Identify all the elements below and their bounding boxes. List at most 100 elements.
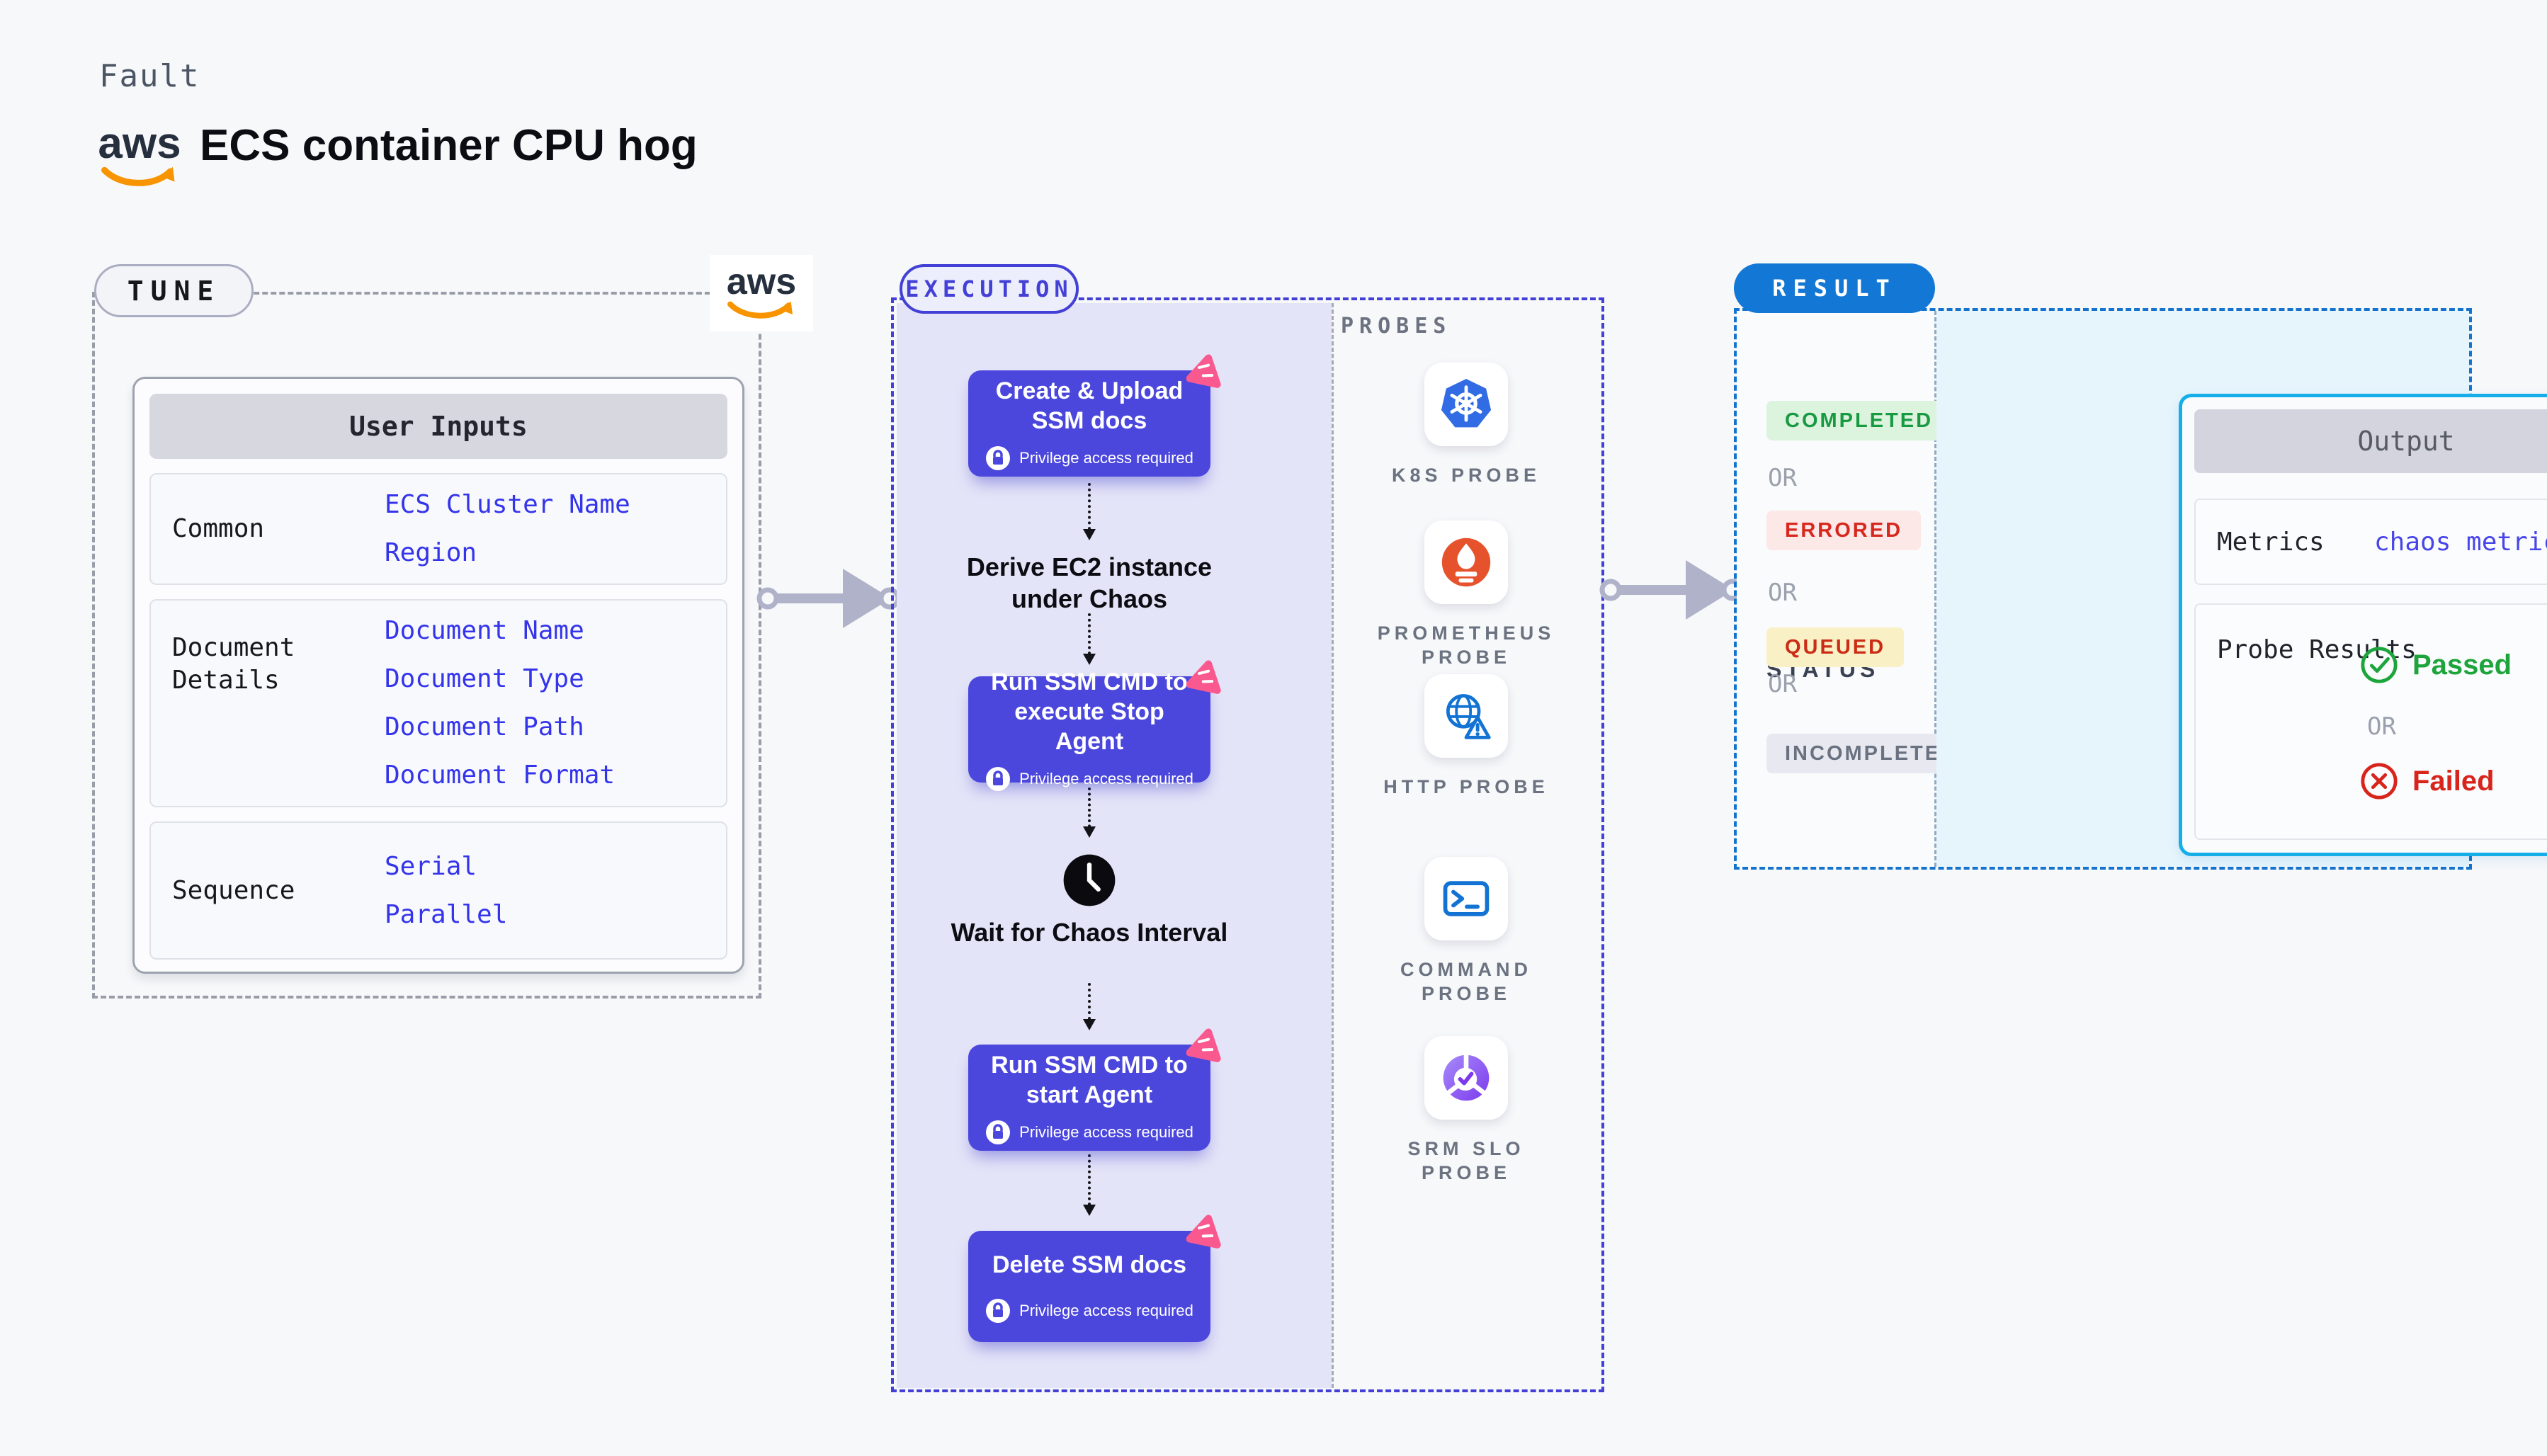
step-title: Run SSM CMD to start Agent xyxy=(991,1052,1188,1108)
step-run-ssm-stop-agent: Run SSM CMD to execute Stop Agent Privil… xyxy=(968,660,1221,791)
flow-arrow-down xyxy=(1083,483,1096,540)
execution-panel xyxy=(897,303,1332,1388)
input-row-document-details: Document Details Document Name Document … xyxy=(149,599,727,807)
verdict-failed: Failed xyxy=(2360,762,2495,800)
privilege-note: Privilege access required xyxy=(985,1120,1193,1145)
chaos-step-icon xyxy=(1186,354,1221,388)
result-output-column: Output Metrics chaos metrics Probe Resul… xyxy=(1936,311,2547,867)
privilege-note: Privilege access required xyxy=(985,1298,1193,1324)
probe-srm-slo: SRM SLO PROBE xyxy=(1360,1036,1572,1185)
prometheus-icon xyxy=(1441,538,1491,587)
output-header: Output xyxy=(2194,409,2547,473)
output-metrics-row: Metrics chaos metrics xyxy=(2194,499,2547,585)
status-badge-queued: QUEUED xyxy=(1766,627,1905,667)
input-row-common: Common ECS Cluster Name Region xyxy=(149,473,727,585)
privilege-note: Privilege access required xyxy=(985,766,1193,792)
aws-smile-icon xyxy=(727,301,793,319)
tune-section-border xyxy=(92,292,761,999)
x-circle-icon xyxy=(2361,763,2398,800)
clock-icon xyxy=(1063,854,1116,906)
passed-label: Passed xyxy=(2412,649,2512,681)
probe-label: PROMETHEUS PROBE xyxy=(1377,622,1555,668)
step-title: Run SSM CMD to execute Stop Agent xyxy=(991,669,1188,755)
verdict-passed: Passed xyxy=(2360,646,2512,684)
input-row-values: ECS Cluster Name Region xyxy=(385,474,726,584)
aws-logo: aws xyxy=(98,122,181,191)
step-title: Delete SSM docs xyxy=(992,1251,1186,1278)
privilege-note-text: Privilege access required xyxy=(1019,770,1193,787)
privilege-note-text: Privilege access required xyxy=(1019,1123,1193,1141)
flow-arrow-down xyxy=(1083,983,1096,1030)
input-value: Parallel xyxy=(385,899,508,929)
lock-icon xyxy=(986,1120,1011,1144)
input-row-values: Serial Parallel xyxy=(385,823,726,958)
result-status-column: STATUS COMPLETED OR ERRORED OR QUEUED OR… xyxy=(1737,311,1977,867)
probe-label: HTTP PROBE xyxy=(1383,776,1549,797)
step-delete-ssm-docs: Delete SSM docs Privilege access require… xyxy=(968,1215,1221,1342)
step-wait-chaos-interval-label: Wait for Chaos Interval xyxy=(951,918,1228,947)
aws-wordmark: aws xyxy=(98,119,181,168)
input-row-label: Common xyxy=(172,514,265,543)
input-row-label: Sequence xyxy=(172,875,295,905)
chaos-step-icon xyxy=(1186,660,1221,694)
input-row-values: Document Name Document Type Document Pat… xyxy=(385,601,726,806)
execution-to-result-arrow xyxy=(1599,560,1741,620)
user-inputs-header: User Inputs xyxy=(149,394,727,459)
chaos-step-icon xyxy=(1186,1028,1221,1062)
step-run-ssm-start-agent: Run SSM CMD to start Agent Privilege acc… xyxy=(968,1028,1221,1151)
kubernetes-icon xyxy=(1441,379,1492,428)
flow-arrow-down xyxy=(1083,787,1096,838)
check-circle-icon xyxy=(2361,647,2398,683)
page-kicker: Fault xyxy=(99,58,200,94)
probes-title: PROBES xyxy=(1341,314,1452,339)
input-value: Region xyxy=(385,538,477,567)
slo-donut-check-icon xyxy=(1443,1053,1490,1101)
flow-arrow-down xyxy=(1083,1154,1096,1216)
failed-label: Failed xyxy=(2412,765,2495,797)
execution-section-pill: EXECUTION xyxy=(900,264,1079,314)
metrics-label: Metrics xyxy=(2217,527,2325,557)
result-section: STATUS COMPLETED OR ERRORED OR QUEUED OR… xyxy=(1734,308,2547,870)
step-derive-ec2-label: Derive EC2 instance under Chaos xyxy=(966,552,1213,613)
status-badge-completed: COMPLETED xyxy=(1766,401,1952,440)
probe-tile xyxy=(1424,674,1508,758)
input-value: Serial xyxy=(385,851,477,881)
probe-tile xyxy=(1424,1036,1508,1120)
privilege-note-text: Privilege access required xyxy=(1019,449,1193,467)
privilege-note-text: Privilege access required xyxy=(1019,1301,1193,1319)
result-section-pill: RESULT xyxy=(1734,263,1935,313)
input-row-label: Document Details xyxy=(172,633,295,695)
aws-target-logo: aws xyxy=(710,255,813,331)
input-value: Document Path xyxy=(385,712,584,741)
metrics-value: chaos metrics xyxy=(2374,527,2547,557)
tune-section-pill: TUNE xyxy=(94,264,254,317)
probe-tile xyxy=(1424,857,1508,940)
probe-label: K8S PROBE xyxy=(1391,465,1541,486)
or-separator: OR xyxy=(2367,712,2396,741)
input-value: Document Type xyxy=(385,664,584,693)
aws-smile-icon xyxy=(101,166,175,186)
input-value: Document Name xyxy=(385,616,584,645)
aws-wordmark: aws xyxy=(726,261,797,302)
status-badge-errored: ERRORED xyxy=(1766,511,1922,550)
probe-label: SRM SLO PROBE xyxy=(1407,1138,1525,1183)
output-probe-results-row: Probe Results Passed OR Failed xyxy=(2194,603,2547,840)
lock-icon xyxy=(986,1298,1011,1323)
input-row-sequence: Sequence Serial Parallel xyxy=(149,821,727,960)
chaos-step-icon xyxy=(1186,1215,1221,1249)
tune-to-execution-arrow xyxy=(756,569,898,628)
probes-divider xyxy=(1332,303,1334,1388)
step-title: Create & Upload SSM docs xyxy=(995,377,1184,434)
probe-k8s: K8S PROBE xyxy=(1360,363,1572,487)
status-badge-incompleted: INCOMPLETED xyxy=(1766,734,1977,773)
step-create-upload-ssm-docs: Create & Upload SSM docs Privilege acces… xyxy=(968,354,1221,477)
flow-arrow-down xyxy=(1083,613,1096,665)
input-value: ECS Cluster Name xyxy=(385,490,630,519)
lock-icon xyxy=(986,446,1011,470)
probe-http: HTTP PROBE xyxy=(1360,674,1572,799)
or-separator: OR xyxy=(1768,670,1797,698)
execution-section-border xyxy=(891,297,1604,1392)
or-separator: OR xyxy=(1768,579,1797,607)
page-title: ECS container CPU hog xyxy=(200,121,698,170)
input-value: Document Format xyxy=(385,761,616,790)
